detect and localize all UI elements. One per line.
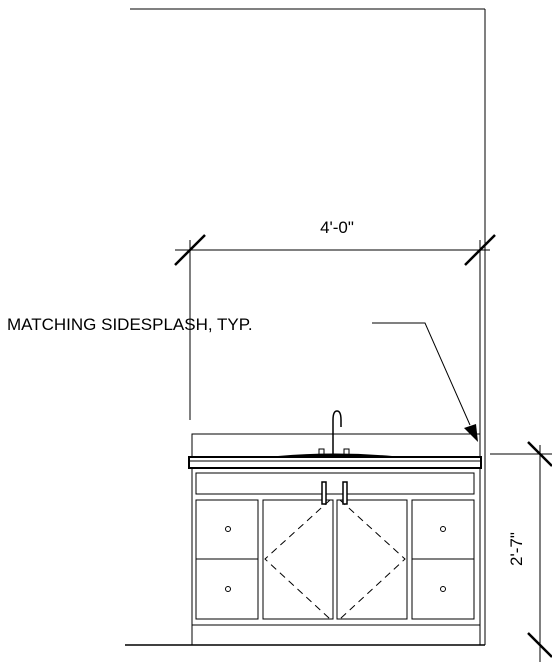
right-lower-drawer-knob <box>440 586 446 592</box>
height-tick-top <box>527 441 552 467</box>
right-lower-drawer <box>411 558 475 620</box>
left-upper-drawer <box>195 499 259 560</box>
tick-mark-right <box>464 234 496 266</box>
sidesplash-leader: MATCHING SIDESPLASH, TYP. <box>7 315 478 442</box>
right-upper-drawer-knob <box>440 526 446 532</box>
countertop <box>188 456 482 469</box>
left-lower-drawer-knob <box>225 586 231 592</box>
vanity-cabinet <box>188 410 482 646</box>
height-tick-bottom <box>527 632 552 658</box>
toe-kick <box>191 624 481 646</box>
width-dimension-label: 4'-0" <box>320 218 354 237</box>
right-door <box>336 499 408 620</box>
leader-arrowhead <box>464 424 478 442</box>
right-door-handle <box>342 481 348 505</box>
left-upper-drawer-knob <box>225 526 231 532</box>
cabinet-false-front <box>195 472 475 495</box>
left-door-handle <box>321 481 327 505</box>
left-door <box>262 499 334 620</box>
right-door-swing <box>339 499 406 620</box>
width-dimension: 4'-0" <box>174 218 496 420</box>
height-dimension: 2'-7" <box>490 441 552 662</box>
height-dimension-label: 2'-7" <box>507 532 526 566</box>
left-lower-drawer <box>195 558 259 620</box>
sidesplash-note-text: MATCHING SIDESPLASH, TYP. <box>7 315 253 334</box>
leader-line <box>372 322 471 426</box>
left-door-swing <box>264 499 331 620</box>
right-upper-drawer <box>411 499 475 560</box>
tick-mark-left <box>174 234 206 266</box>
